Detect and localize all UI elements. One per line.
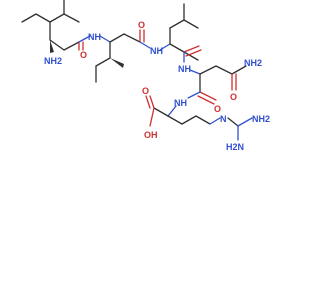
wedge-bond (110, 58, 124, 68)
bond (183, 51, 199, 61)
bond (49, 39, 65, 51)
atom-label: NH (150, 46, 163, 56)
bond (49, 13, 65, 23)
atom-label: O (142, 86, 149, 96)
bond (199, 91, 217, 101)
atom-label: NH (174, 98, 187, 108)
bond (35, 13, 51, 23)
bond (145, 95, 151, 109)
bond (21, 13, 37, 23)
bond (169, 19, 185, 29)
atom-label: NH (88, 32, 101, 42)
atom-label: NH2 (244, 58, 262, 68)
bond (231, 65, 247, 75)
bond (109, 33, 125, 43)
atom-label: NH2 (252, 114, 270, 124)
bond (189, 69, 201, 75)
bond (169, 43, 185, 53)
atom-label: N (220, 114, 227, 124)
bond (149, 107, 155, 127)
molecule-canvas: NH2 NH O NH O NH O NH2 NH O O OH N H2N N… (21, 0, 271, 152)
bond (199, 65, 217, 75)
bond (197, 95, 215, 105)
bond (63, 41, 80, 51)
bond (167, 115, 183, 125)
atom-label: NH2 (44, 56, 62, 66)
bond (183, 45, 200, 53)
wedge-bond (50, 40, 54, 53)
bond (185, 49, 202, 57)
bond (209, 117, 221, 125)
bond (167, 105, 177, 117)
atom-label: OH (144, 130, 158, 140)
bond (139, 41, 151, 49)
bond (78, 35, 91, 43)
atom-label: O (214, 104, 221, 114)
bond (187, 91, 201, 99)
bond (149, 95, 155, 109)
atom-label: NH (178, 64, 191, 74)
bond (181, 115, 197, 125)
atom-label: O (230, 92, 237, 102)
structure-drawing: NH2 NH O NH O NH O NH2 NH O O OH N H2N N… (21, 0, 270, 152)
bond (99, 35, 111, 43)
bond (123, 33, 141, 43)
bond (95, 57, 111, 67)
bond (159, 43, 171, 51)
atom-label: O (138, 20, 145, 30)
bond (63, 13, 80, 23)
bond (183, 19, 199, 29)
bond (227, 117, 239, 127)
bond (215, 65, 233, 75)
bond (237, 117, 253, 127)
atom-label: H2N (226, 142, 244, 152)
bond (195, 115, 211, 125)
bond (153, 107, 169, 117)
atom-label: O (80, 50, 87, 60)
